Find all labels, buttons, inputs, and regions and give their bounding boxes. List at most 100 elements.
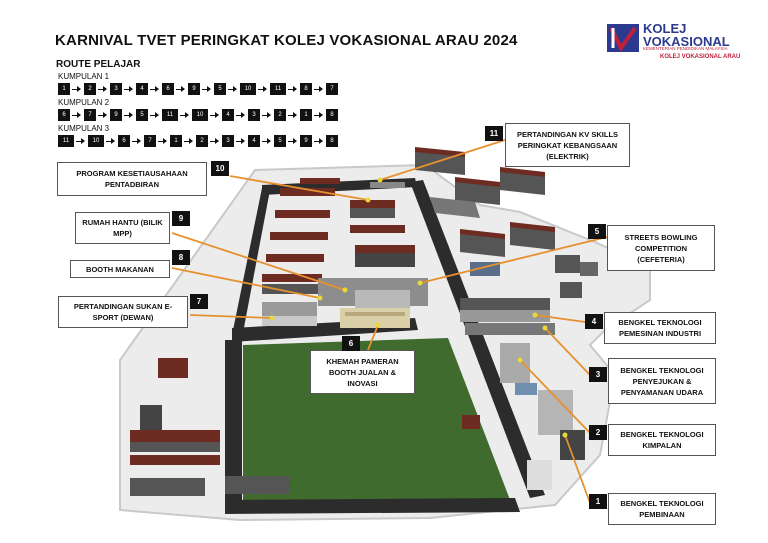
leader-4 xyxy=(534,314,586,323)
group-1-label: KUMPULAN 1 xyxy=(58,72,110,81)
location-markers xyxy=(269,177,568,438)
route-step: 6 xyxy=(118,135,130,147)
route-step: 11 xyxy=(162,109,178,121)
route-arrow-icon xyxy=(262,138,271,144)
hostel-blocks xyxy=(262,178,415,294)
location-label-2: BENGKEL TEKNOLOGI KIMPALAN xyxy=(608,424,716,456)
route-arrow-icon xyxy=(288,112,297,118)
route-step: 3 xyxy=(110,83,122,95)
route-arrow-icon xyxy=(76,138,85,144)
route-arrow-icon xyxy=(236,112,245,118)
location-number-4: 4 xyxy=(585,314,603,329)
leader-6 xyxy=(367,324,379,351)
leader-9 xyxy=(171,232,346,291)
route-step: 10 xyxy=(88,135,104,147)
logo-name-line1: KOLEJ xyxy=(643,21,687,36)
leader-3 xyxy=(544,327,591,376)
route-arrow-icon xyxy=(314,112,323,118)
route-step: 8 xyxy=(326,109,338,121)
location-label-1: BENGKEL TEKNOLOGI PEMBINAAN xyxy=(608,493,716,525)
route-title: ROUTE PELAJAR xyxy=(56,59,141,70)
left-buildings xyxy=(130,358,480,496)
logo-name: KOLEJ VOKASIONAL xyxy=(643,22,730,48)
route-arrow-icon xyxy=(180,112,189,118)
college-logo: KOLEJ VOKASIONAL KEMENTERIAN PENDIDIKAN … xyxy=(607,22,741,62)
route-step: 1 xyxy=(300,109,312,121)
route-arrow-icon xyxy=(210,112,219,118)
location-number-7: 7 xyxy=(190,294,208,309)
route-arrow-icon xyxy=(124,86,133,92)
route-step: 6 xyxy=(58,109,70,121)
route-arrow-icon xyxy=(288,138,297,144)
route-arrow-icon xyxy=(158,138,167,144)
location-number-10: 10 xyxy=(211,161,229,176)
leader-1 xyxy=(564,434,591,504)
location-label-7: PERTANDINGAN SUKAN E-SPORT (DEWAN) xyxy=(58,296,188,328)
road-diagonal xyxy=(232,188,270,338)
route-arrow-icon xyxy=(258,86,267,92)
location-number-2: 2 xyxy=(589,425,607,440)
group-3-label: KUMPULAN 3 xyxy=(58,124,110,133)
leader-7 xyxy=(189,314,273,319)
route-step: 8 xyxy=(300,83,312,95)
location-label-3: BENGKEL TEKNOLOGI PENYEJUKAN & PENYAMANA… xyxy=(608,358,716,404)
route-step: 4 xyxy=(248,135,260,147)
leader-10 xyxy=(229,175,369,201)
page-title: KARNIVAL TVET PERINGKAT KOLEJ VOKASIONAL… xyxy=(55,32,518,49)
route-step: 11 xyxy=(270,83,286,95)
location-number-5: 5 xyxy=(588,224,606,239)
route-arrow-icon xyxy=(262,112,271,118)
route-step: 2 xyxy=(274,109,286,121)
leader-5 xyxy=(419,236,608,284)
route-step: 9 xyxy=(110,109,122,121)
route-arrow-icon xyxy=(314,138,323,144)
route-arrow-icon xyxy=(202,86,211,92)
route-step: 10 xyxy=(192,109,208,121)
location-label-5: STREETS BOWLING COMPETITION (CEFETERIA) xyxy=(607,225,715,271)
route-step: 4 xyxy=(136,83,148,95)
route-arrow-icon xyxy=(98,112,107,118)
route-step: 9 xyxy=(300,135,312,147)
route-step: 7 xyxy=(84,109,96,121)
route-arrow-icon xyxy=(72,86,81,92)
route-arrow-icon xyxy=(132,138,141,144)
route-arrow-icon xyxy=(176,86,185,92)
leader-2 xyxy=(519,359,591,434)
route-arrow-icon xyxy=(98,86,107,92)
route-step: 8 xyxy=(326,135,338,147)
location-label-10: PROGRAM KESETIAUSAHAAN PENTADBIRAN xyxy=(57,162,207,196)
route-arrow-icon xyxy=(210,138,219,144)
route-step: 3 xyxy=(248,109,260,121)
route-step: 6 xyxy=(162,83,174,95)
route-step: 9 xyxy=(188,83,200,95)
route-step: 10 xyxy=(240,83,256,95)
route-arrow-icon xyxy=(288,86,297,92)
route-step: 1 xyxy=(58,83,70,95)
location-number-1: 1 xyxy=(589,494,607,509)
kv-logo-icon xyxy=(607,24,639,52)
leader-8 xyxy=(171,267,321,299)
location-label-4: BENGKEL TEKNOLOGI PEMESINAN INDUSTRI xyxy=(604,312,716,344)
central-complex xyxy=(262,278,428,328)
location-number-3: 3 xyxy=(589,367,607,382)
logo-college-name: KOLEJ VOKASIONAL ARAU xyxy=(660,54,741,60)
group-2-label: KUMPULAN 2 xyxy=(58,98,110,107)
upper-right-hostels xyxy=(415,147,598,298)
route-arrow-icon xyxy=(184,138,193,144)
route-arrow-icon xyxy=(106,138,115,144)
route-arrow-icon xyxy=(150,112,159,118)
location-label-8: BOOTH MAKANAN xyxy=(70,260,170,278)
location-label-11: PERTANDINGAN KV SKILLS PERINGKAT KEBANGS… xyxy=(505,123,630,167)
route-step: 5 xyxy=(136,109,148,121)
route-arrow-icon xyxy=(72,112,81,118)
road-left xyxy=(225,340,242,512)
logo-name-line2: VOKASIONAL xyxy=(643,34,730,49)
route-arrow-icon xyxy=(150,86,159,92)
location-number-6: 6 xyxy=(342,336,360,351)
leader-11 xyxy=(379,139,506,181)
route-step: 2 xyxy=(84,83,96,95)
location-number-9: 9 xyxy=(172,211,190,226)
leader-lines xyxy=(171,139,608,504)
route-step: 5 xyxy=(214,83,226,95)
